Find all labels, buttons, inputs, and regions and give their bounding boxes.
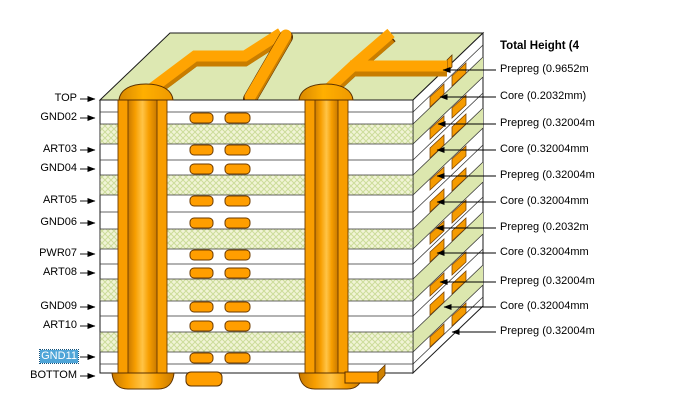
dielectric-label-prepreg-2: Prepreg (0.32004m xyxy=(500,117,595,129)
layer-name[interactable]: BOTTOM xyxy=(30,369,77,381)
total-height-title: Total Height (4 xyxy=(500,40,580,52)
dielectric-label-core-3: Core (0.32004mm xyxy=(500,195,589,207)
bottom-copper xyxy=(185,364,386,387)
dielectric-label-core-1: Core (0.2032mm) xyxy=(500,90,587,102)
layer-name[interactable]: TOP xyxy=(54,92,77,104)
layer-name[interactable]: GND06 xyxy=(40,216,77,228)
dielectric-label-prepreg-4: Prepreg (0.2032m xyxy=(500,221,589,233)
dielectric-label-core-4: Core (0.32004mm xyxy=(500,246,589,258)
layer-label-pwr07: PWR07 xyxy=(6,247,78,260)
layer-label-art03: ART03 xyxy=(6,143,78,156)
layer-label-bottom: BOTTOM xyxy=(6,369,78,382)
dielectric-label-core-2: Core (0.32004mm xyxy=(500,143,589,155)
dielectric-label-core-5: Core (0.32004mm xyxy=(500,300,589,312)
layer-name-selected[interactable]: GND11 xyxy=(39,349,79,364)
via-1 xyxy=(111,83,175,390)
dielectric-label-prepreg-1: Prepreg (0.9652m xyxy=(500,63,589,75)
left-layer-arrows xyxy=(80,96,96,379)
layer-name[interactable]: ART05 xyxy=(42,194,77,206)
layer-name[interactable]: GND02 xyxy=(40,111,77,123)
layer-label-gnd11: GND11 xyxy=(6,349,79,364)
layer-label-art05: ART05 xyxy=(6,194,78,207)
layer-name[interactable]: GND09 xyxy=(40,300,77,312)
layer-name[interactable]: PWR07 xyxy=(39,247,77,259)
layer-label-top: TOP xyxy=(6,92,78,105)
dielectric-label-prepreg-5: Prepreg (0.32004m xyxy=(500,275,595,287)
via-1-dome xyxy=(118,83,174,101)
layer-label-gnd09: GND09 xyxy=(6,300,78,313)
layer-name[interactable]: ART03 xyxy=(42,143,77,155)
dielectric-label-prepreg-3: Prepreg (0.32004m xyxy=(500,169,595,181)
via-2-dome xyxy=(298,83,354,101)
layer-label-gnd04: GND04 xyxy=(6,162,78,175)
board-front-face xyxy=(99,83,414,390)
layer-name[interactable]: ART10 xyxy=(42,319,77,331)
layer-name[interactable]: ART08 xyxy=(42,266,77,278)
right-dielectric-arrows xyxy=(435,67,496,335)
layer-label-art08: ART08 xyxy=(6,266,78,279)
layer-label-gnd02: GND02 xyxy=(6,111,78,124)
layer-label-art10: ART10 xyxy=(6,319,78,332)
via-1-bottom-flange xyxy=(111,372,175,390)
layer-label-gnd06: GND06 xyxy=(6,216,78,229)
front-face-pads xyxy=(189,112,251,364)
dielectric-label-prepreg-6: Prepreg (0.32004m xyxy=(500,325,595,337)
layer-name[interactable]: GND04 xyxy=(40,162,77,174)
